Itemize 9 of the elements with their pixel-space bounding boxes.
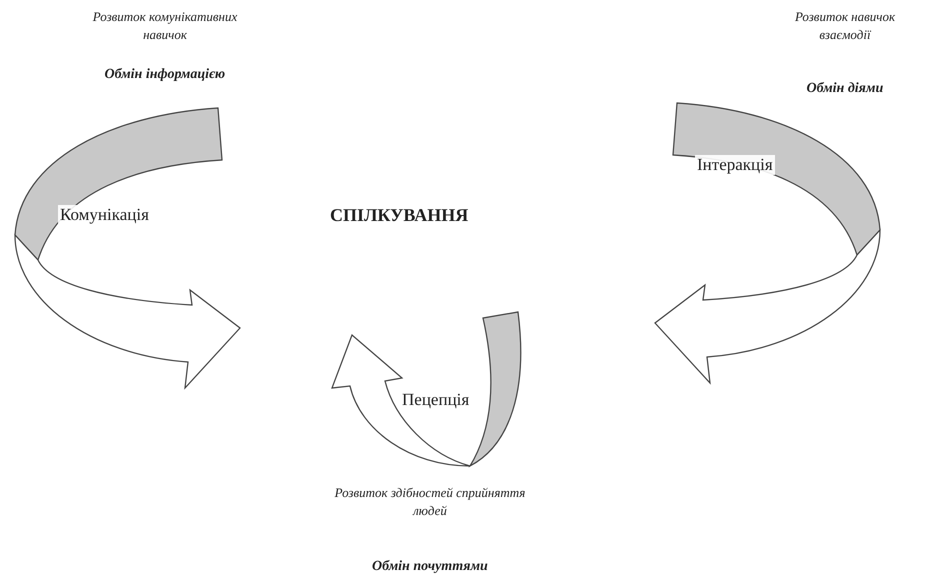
caption-text: Розвиток здібностей сприйняття людей [334,484,526,520]
caption-text: Розвиток комунікативних навичок [92,8,238,44]
subheading-text: Обмін діями [806,80,884,98]
center-title: СПІЛКУВАННЯ [330,205,468,226]
arrow-label: Комунікація [58,205,151,225]
subheading-text: Обмін почуттями [372,558,488,576]
caption-text: Розвиток навичок взаємодії [794,8,896,44]
subheading-text: Обмін інформацією [104,66,226,84]
arrow-label: Інтеракція [695,155,775,175]
